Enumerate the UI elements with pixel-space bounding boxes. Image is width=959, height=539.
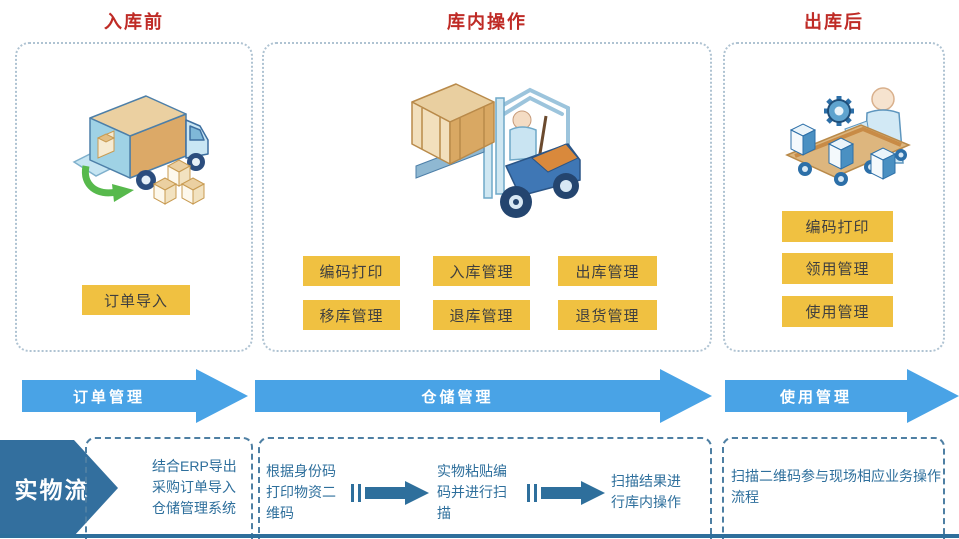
stage-arrow-usage-management	[725, 369, 959, 423]
conveyor-worker-illustration	[785, 87, 911, 186]
forklift-operator-illustration	[411, 83, 581, 218]
btn-requisition-management[interactable]: 领用管理	[782, 253, 893, 284]
flow-box-scanning-process	[258, 437, 712, 539]
flow-box-erp-import	[85, 437, 253, 539]
stage-arrow-order-management	[22, 369, 248, 423]
physical-flow-label: 实物流	[14, 477, 90, 503]
flow-box-site-operation	[722, 437, 945, 539]
stage-arrow-label-order: 订单管理	[72, 388, 145, 406]
btn-return-goods-management[interactable]: 退货管理	[558, 300, 657, 330]
header-in-warehouse: 库内操作	[447, 12, 527, 32]
flow-step-site-business: 扫描二维码参与现场相应业务操作流程	[731, 468, 941, 505]
btn-return-to-store-management[interactable]: 退库管理	[433, 300, 530, 330]
header-pre-inbound: 入库前	[104, 12, 164, 32]
zone-post-outbound	[723, 42, 945, 352]
btn-inbound-management[interactable]: 入库管理	[433, 256, 530, 286]
header-post-outbound: 出库后	[804, 12, 864, 32]
btn-usage-management[interactable]: 使用管理	[782, 296, 893, 327]
flow-step-paste-scan: 实物粘贴编码并进行扫描	[437, 463, 507, 521]
flow-step-scan-result: 扫描结果进行库内操作	[611, 473, 681, 510]
btn-order-import[interactable]: 订单导入	[82, 285, 190, 315]
truck-unloading-illustration	[72, 95, 209, 205]
bottom-divider-line	[0, 534, 959, 538]
flow-step-erp-import: 结合ERP导出采购订单导入仓储管理系统	[152, 458, 237, 516]
btn-code-print-outbound[interactable]: 编码打印	[782, 211, 893, 242]
stage-arrow-label-warehouse: 仓储管理	[421, 388, 494, 406]
flow-step-print-qrcode: 根据身份码打印物资二维码	[266, 463, 336, 521]
btn-move-management[interactable]: 移库管理	[303, 300, 400, 330]
btn-outbound-management[interactable]: 出库管理	[558, 256, 657, 286]
stage-arrow-label-usage: 使用管理	[779, 388, 852, 406]
physical-flow-pentagon	[0, 440, 118, 536]
flow-step-arrow-2	[527, 481, 605, 505]
btn-code-print[interactable]: 编码打印	[303, 256, 400, 286]
stage-arrow-warehouse-management	[255, 369, 712, 423]
flow-step-arrow-1	[351, 481, 429, 505]
